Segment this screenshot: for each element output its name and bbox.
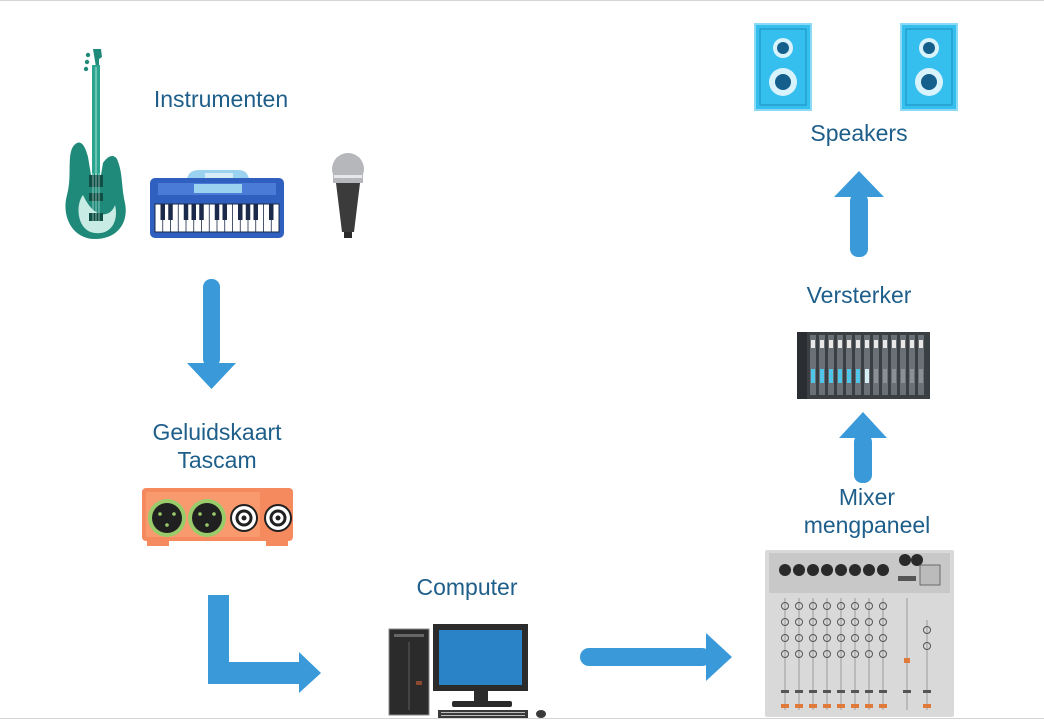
amplifier-label: Versterker bbox=[806, 282, 912, 308]
arrow-down-icon bbox=[187, 279, 236, 389]
arrow-up-icon bbox=[834, 171, 884, 257]
microphone-icon bbox=[332, 153, 364, 238]
speaker-icon bbox=[900, 23, 958, 111]
mixer-icon bbox=[765, 550, 954, 717]
top-border bbox=[0, 0, 1044, 1]
soundcard-icon bbox=[142, 488, 293, 546]
arrow-elbow-icon bbox=[208, 595, 321, 693]
mixer-label-line1: Mixer bbox=[838, 484, 896, 510]
amplifier-icon bbox=[797, 332, 930, 399]
speaker-icon bbox=[754, 23, 812, 111]
soundcard-label-line2: Tascam bbox=[177, 447, 257, 473]
speakers-label: Speakers bbox=[810, 120, 908, 146]
keyboard-icon bbox=[150, 170, 284, 238]
arrow-up-icon bbox=[839, 412, 887, 483]
mixer-label-line2: mengpaneel bbox=[803, 512, 931, 538]
guitar-icon bbox=[65, 49, 126, 239]
soundcard-label-line1: Geluidskaart bbox=[152, 419, 282, 445]
computer-icon bbox=[388, 624, 546, 718]
bottom-border bbox=[0, 718, 1044, 719]
arrow-right-icon bbox=[580, 633, 732, 681]
soundcard-label: Geluidskaart Tascam bbox=[127, 418, 307, 474]
mixer-label: Mixer mengpaneel bbox=[777, 483, 957, 539]
computer-label: Computer bbox=[416, 574, 518, 600]
instruments-label: Instrumenten bbox=[153, 86, 289, 112]
